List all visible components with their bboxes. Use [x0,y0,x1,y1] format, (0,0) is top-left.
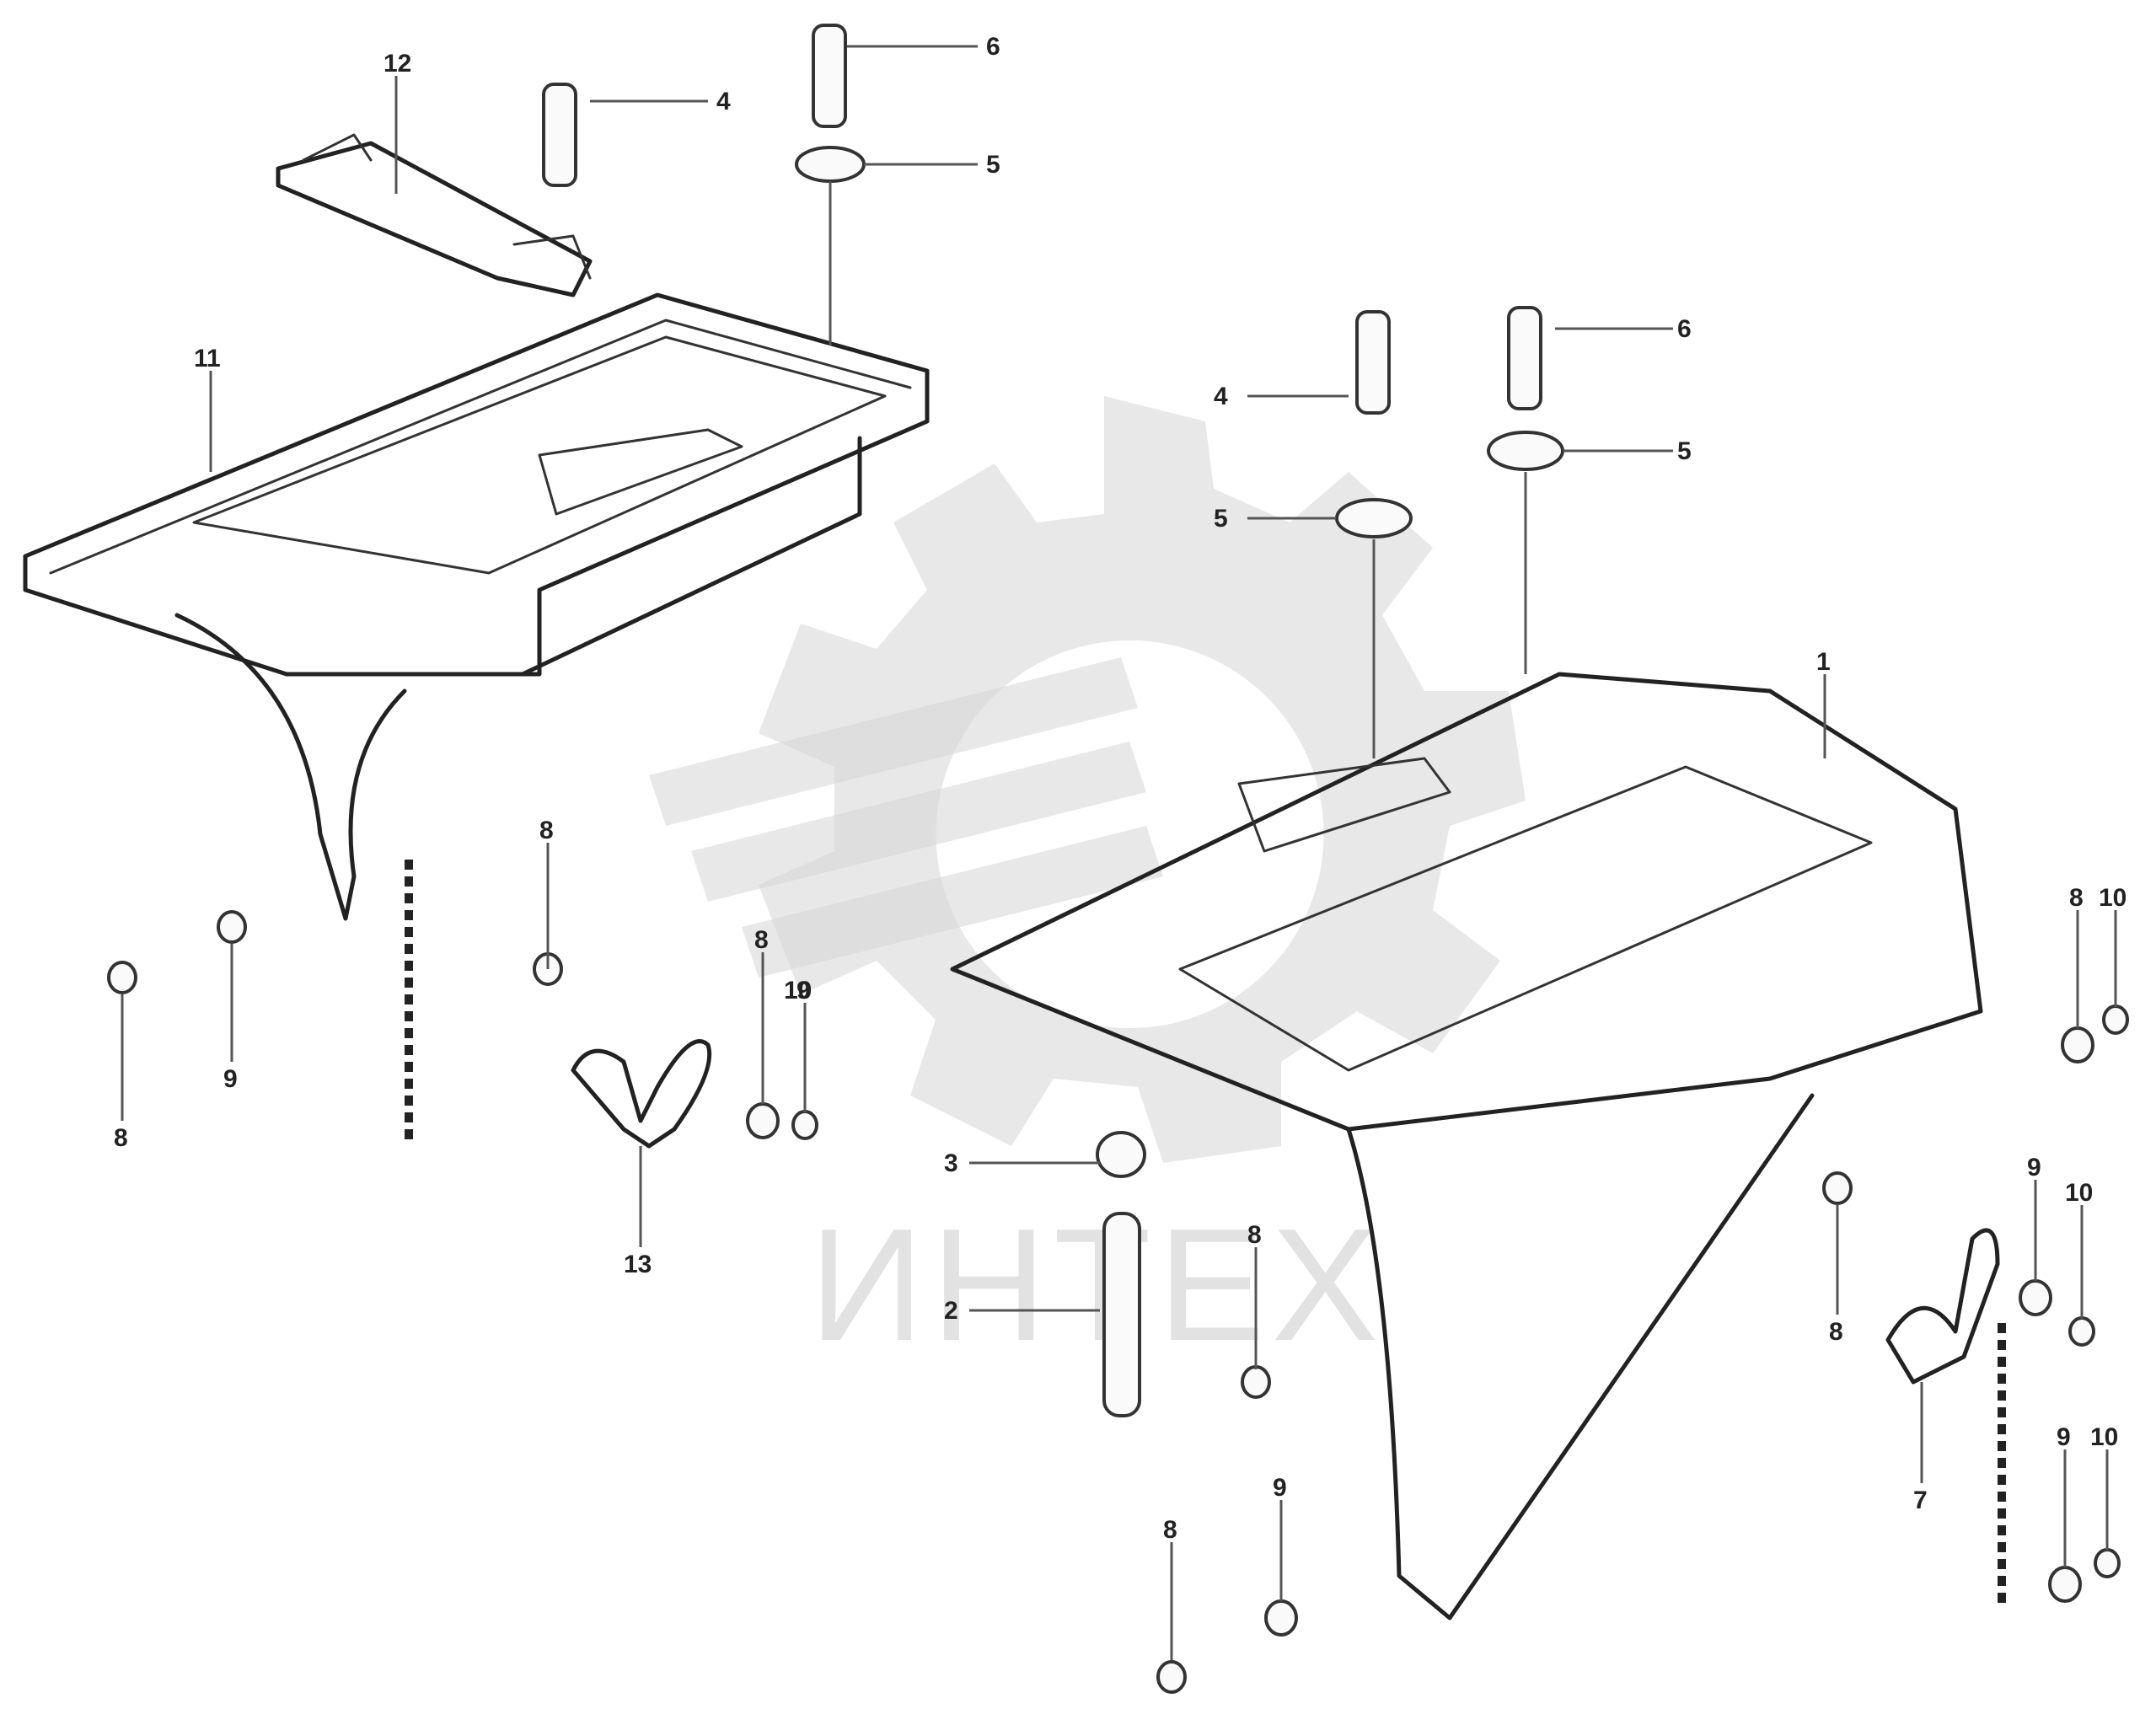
callout-label: 8 [114,1124,128,1152]
callout-label: 9 [223,1065,238,1093]
callout-label: 7 [1913,1487,1928,1514]
callout-label: 10 [2099,884,2127,912]
callout-label: 3 [944,1149,958,1177]
callouts: 12 4 6 5 11 6 4 5 5 1 8 8 9 8 9 10 13 8 … [114,33,2127,1544]
hardware-group [107,24,2129,1694]
callout-label: 8 [1163,1516,1177,1544]
leader-lines [121,45,2117,1660]
callout-label: 2 [944,1297,958,1325]
callout-label: 9 [796,977,811,1004]
callout-label: 12 [383,50,411,78]
callout-label: 8 [1247,1221,1262,1249]
watermark-gear-icon [649,396,1526,1163]
callout-label: 8 [754,926,769,954]
watermark-text: ИНТЕХ [809,1196,1385,1374]
callout-label: 9 [2027,1154,2041,1181]
gas-spring-part-2 [1096,1131,1146,1417]
callout-label: 10 [2065,1179,2093,1207]
callout-label: 4 [1214,383,1228,410]
callout-label: 10 [2090,1423,2118,1451]
support-bracket-part-13 [571,1039,712,1149]
callout-label: 5 [986,151,1000,179]
callout-label: 9 [2057,1423,2071,1451]
left-fender-part-11 [23,292,930,921]
callout-label: 8 [539,817,554,844]
callout-label: 5 [1677,437,1692,465]
callout-label: 10 [784,977,812,1004]
callout-label: 5 [1214,505,1228,533]
callout-label: 4 [716,88,731,115]
callout-label: 1 [1816,648,1831,676]
callout-label: 8 [2069,884,2084,912]
callout-label: 8 [1829,1318,1843,1346]
callout-label: 6 [1677,315,1692,343]
right-fender-part-1 [950,672,1983,1621]
callout-label: 13 [624,1251,652,1278]
callout-label: 6 [986,33,1000,61]
callout-label: 9 [1273,1474,1287,1502]
callout-label: 11 [194,345,221,372]
bracket-part-12 [276,133,593,297]
